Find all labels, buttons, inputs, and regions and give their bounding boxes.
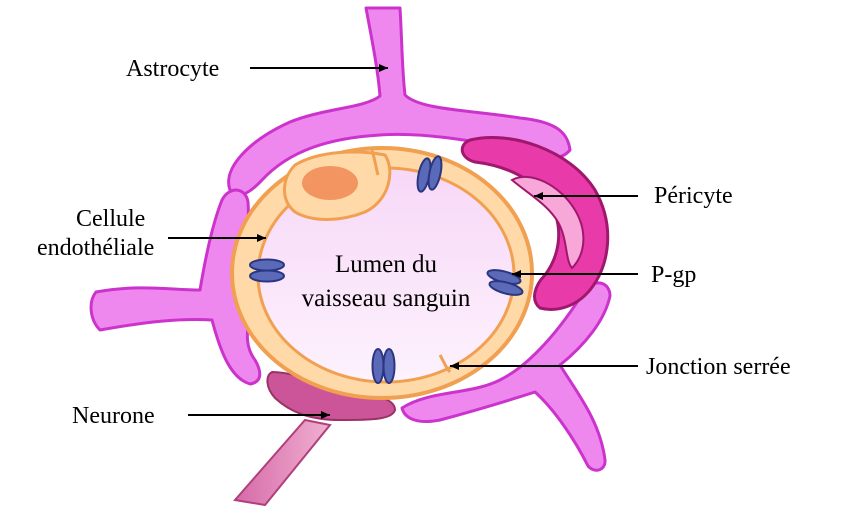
astrocyte-label: Astrocyte: [126, 56, 219, 82]
neurone-label: Neurone: [72, 403, 155, 429]
jonction-label: Jonction serrée: [646, 354, 791, 380]
endothelial-nucleus: [302, 166, 358, 200]
lumen-label-line1: Lumen du: [335, 251, 438, 278]
cellule-label-line2: endothéliale: [37, 235, 154, 261]
lumen-label-line2: vaisseau sanguin: [302, 285, 471, 312]
cellule-label-line1: Cellule: [76, 206, 145, 232]
pericyte-label: Péricyte: [654, 183, 733, 209]
pgp-label: P-gp: [651, 262, 696, 288]
